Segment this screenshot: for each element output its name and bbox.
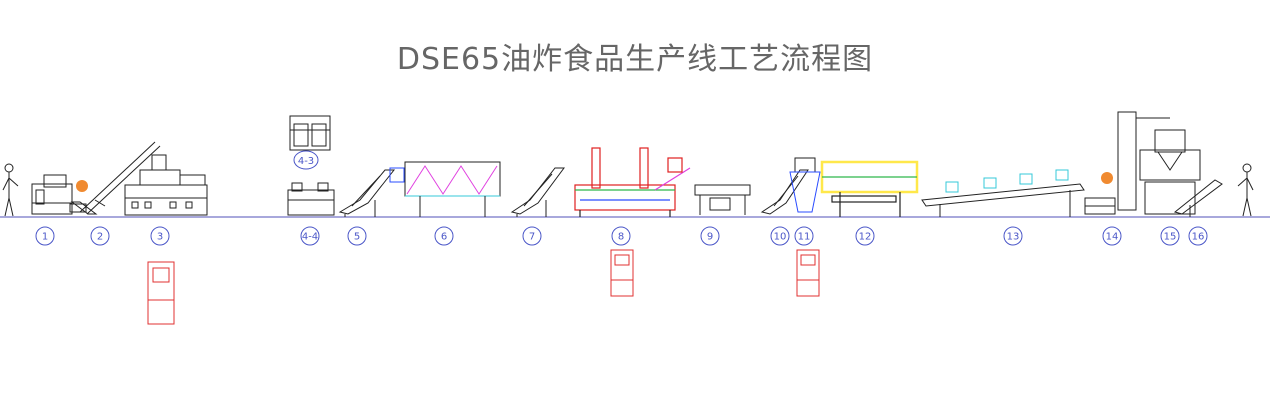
output-conveyor: [1173, 179, 1223, 217]
station-label-13: 13: [1007, 232, 1020, 243]
station-label-3: 3: [157, 232, 163, 243]
elevator-conveyor-7: [510, 167, 565, 217]
station-marker-3: [150, 226, 170, 246]
station-marker-4: [300, 226, 320, 246]
station-label-5: 5: [354, 232, 360, 243]
station-marker-7: [522, 226, 542, 246]
station-label-15: 15: [1164, 232, 1177, 243]
station-marker-1: [35, 226, 55, 246]
control-cabinet-8: [610, 249, 634, 297]
station-marker-8: [611, 226, 631, 246]
station-label-8: 8: [618, 232, 624, 243]
station-label-10: 10: [774, 232, 787, 243]
packaging-machine: [1117, 111, 1201, 215]
station-marker-10: [770, 226, 790, 246]
operator-left: [2, 163, 19, 217]
continuous-fryer: [574, 147, 691, 217]
aux-label-oval: [293, 150, 319, 170]
station-label-9: 9: [707, 232, 713, 243]
cooling-conveyor: [921, 169, 1085, 217]
deoiler-conveyor: [694, 184, 751, 215]
station-marker-9: [700, 226, 720, 246]
station-marker-14: [1102, 226, 1122, 246]
station-marker-13: [1003, 226, 1023, 246]
station-label-12: 12: [859, 232, 872, 243]
aux-label: 4-3: [298, 156, 314, 167]
station-label-6: 6: [441, 232, 447, 243]
elevator-conveyor-5: [338, 169, 396, 217]
control-cabinet-11: [796, 249, 820, 297]
extruder-machine: [124, 154, 208, 216]
station-marker-12: [855, 226, 875, 246]
packing-feeder: [1084, 197, 1116, 215]
station-label-11: 11: [798, 232, 811, 243]
station-label-1: 1: [42, 232, 48, 243]
diagram-title: DSE65油炸食品生产线工艺流程图: [396, 42, 874, 77]
station-marker-2: [90, 226, 110, 246]
station-marker-11: [794, 226, 814, 246]
station-label-4: 4-4: [302, 232, 318, 243]
screw-conveyor: [69, 141, 161, 215]
elevator-conveyor-10: [760, 169, 809, 215]
aux-machine-upper: [289, 115, 331, 151]
logo-badge-2: [1101, 172, 1113, 184]
station-marker-5: [347, 226, 367, 246]
station-label-2: 2: [97, 232, 103, 243]
drum-dryer-6: [389, 161, 501, 217]
seasoning-drum: [820, 160, 919, 217]
station-label-16: 16: [1192, 232, 1205, 243]
logo-badge-1: [76, 180, 88, 192]
station-marker-6: [434, 226, 454, 246]
station-label-14: 14: [1106, 232, 1119, 243]
cutter-machine: [287, 182, 335, 216]
feeder-hopper: [789, 157, 821, 213]
station-label-7: 7: [529, 232, 535, 243]
operator-right: [1237, 163, 1254, 217]
station-marker-16: [1188, 226, 1208, 246]
control-cabinet-3: [147, 261, 175, 325]
station-marker-15: [1160, 226, 1180, 246]
mixer-machine: [31, 174, 73, 215]
